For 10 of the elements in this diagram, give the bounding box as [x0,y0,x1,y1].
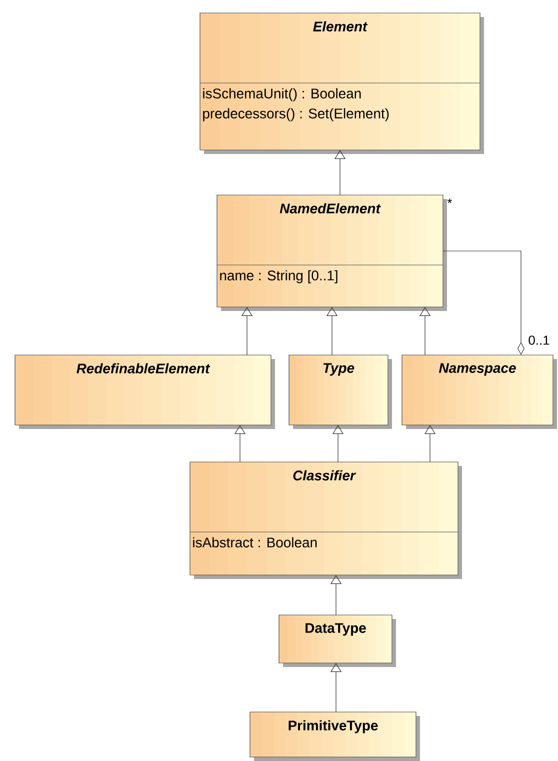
class-box: NamedElement name : String [0..1] [216,194,447,311]
class-box: PrimitiveType [250,712,420,761]
aggregation-line [442,250,524,355]
class-box: Namespace [402,354,557,429]
class-box: DataType [278,614,396,667]
class-box: RedefinableElement [14,354,275,429]
class-box: Type [288,354,392,429]
multiplicity-label: 0..1 [528,336,550,345]
class-box: Element isSchemaUnit() : Boolean predecessors() : Set(Element) [200,12,484,154]
class-box: Classifier isAbstract : Boolean [190,462,462,579]
